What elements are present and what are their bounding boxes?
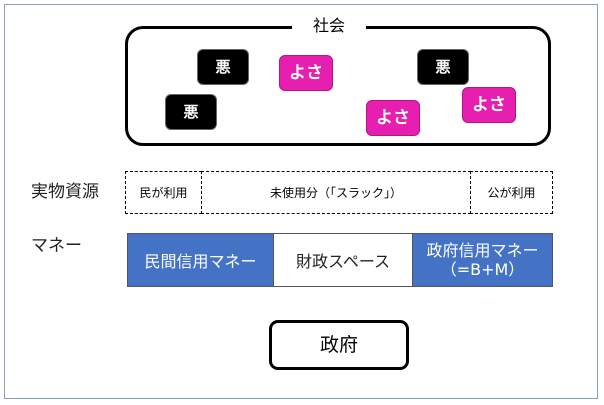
government-box: 政府 — [269, 320, 409, 370]
chip-bad: 悪 — [197, 49, 249, 85]
resource-unused-text: 未使用分（「スラック」） — [269, 186, 402, 200]
chip-good: よさ — [462, 87, 516, 123]
fiscal-space: 財政スペース — [273, 234, 413, 286]
gov-credit-line1: 政府信用マネー — [426, 241, 539, 260]
private-credit-money: 民間信用マネー — [128, 234, 273, 286]
society-title: 社会 — [292, 12, 366, 40]
private-credit-text: 民間信用マネー — [144, 252, 257, 271]
diagram-frame — [4, 4, 598, 399]
resource-public-use: 公が利用 — [470, 171, 553, 214]
chip-bad: 悪 — [165, 94, 217, 130]
resource-private-use: 民が利用 — [125, 171, 202, 214]
chip-good: よさ — [366, 100, 420, 136]
resource-unused-slack: 未使用分（「スラック」） — [201, 171, 471, 214]
chip-bad: 悪 — [417, 49, 469, 85]
gov-credit-line2: （=B+M） — [440, 260, 525, 279]
government-credit-money: 政府信用マネー （=B+M） — [413, 234, 552, 286]
fiscal-space-text: 財政スペース — [295, 252, 391, 271]
chip-good: よさ — [279, 55, 333, 91]
resource-public-use-text: 公が利用 — [487, 186, 536, 200]
resources-label: 実物資源 — [31, 182, 99, 202]
money-label: マネー — [31, 236, 82, 256]
resource-private-use-text: 民が利用 — [139, 186, 188, 200]
money-bar: 民間信用マネー 財政スペース 政府信用マネー （=B+M） — [127, 233, 553, 287]
